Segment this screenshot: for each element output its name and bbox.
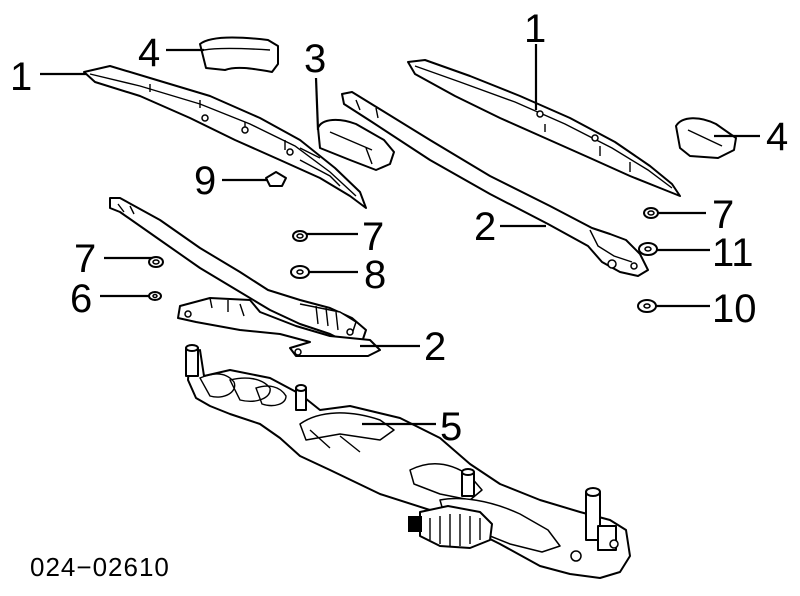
right-arm-cap — [675, 117, 737, 159]
wiper-linkage-assembly — [185, 344, 631, 579]
linkage-bracket — [177, 297, 381, 357]
left-wiper-blade — [83, 65, 367, 209]
callout-7-center: 7 — [362, 215, 384, 259]
clip-9 — [265, 171, 287, 187]
callout-8: 8 — [364, 253, 386, 297]
callout-7-right: 7 — [712, 193, 734, 237]
left-arm-cap — [199, 36, 279, 73]
nut-7-right — [643, 207, 659, 219]
callout-4-left: 4 — [138, 31, 160, 75]
callout-9: 9 — [194, 159, 216, 203]
leader-lines — [40, 44, 760, 426]
callout-7-left: 7 — [74, 237, 96, 281]
right-wiper-arm — [341, 91, 649, 277]
right-wiper-blade — [407, 59, 681, 197]
callout-4-right: 4 — [766, 115, 788, 159]
callout-2-left: 2 — [424, 325, 446, 369]
nut-7-left — [148, 256, 164, 268]
callout-10: 10 — [712, 287, 757, 331]
washer-6 — [148, 291, 162, 301]
callout-6: 6 — [70, 277, 92, 321]
callout-3: 3 — [304, 37, 326, 81]
nut-7-center — [292, 230, 308, 242]
callout-labels: 1 4 3 1 4 9 7 7 7 8 2 11 6 10 2 5 — [10, 7, 788, 449]
callout-2-right: 2 — [474, 205, 496, 249]
washer-8 — [290, 265, 310, 279]
arm-cover — [317, 118, 395, 171]
washer-11 — [638, 242, 658, 256]
diagram-code: 024−02610 — [30, 552, 170, 582]
callout-11: 11 — [712, 231, 754, 275]
callout-1-right: 1 — [524, 7, 546, 51]
washer-10 — [637, 299, 657, 313]
callout-1-left: 1 — [10, 55, 32, 99]
callout-5: 5 — [440, 405, 462, 449]
